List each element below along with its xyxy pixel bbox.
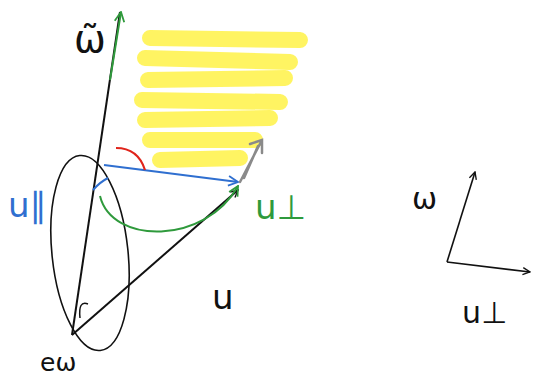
perp-label-small: u⊥ — [462, 298, 507, 328]
u-vector — [72, 190, 238, 335]
perp-axis-small — [447, 262, 530, 272]
unit-vector-label: eω — [40, 350, 76, 375]
omega-vector — [72, 12, 120, 335]
perp-component — [104, 165, 238, 182]
rotation-arc — [100, 186, 238, 232]
omega-axis-small — [447, 172, 475, 262]
origin-hook — [80, 303, 88, 318]
omega-overlay — [110, 12, 121, 80]
parallel-mark — [93, 178, 108, 190]
parallel-label: u∥ — [8, 188, 47, 222]
rotated-arrow — [240, 140, 262, 182]
rotation-ellipse — [42, 152, 138, 355]
omega-label-small: ω — [412, 184, 437, 214]
highlight-strokes — [142, 38, 300, 160]
omega-label: ω̃ — [74, 20, 106, 58]
perp-label: u⊥ — [255, 190, 306, 224]
right-angle-arc — [116, 148, 145, 170]
u-label: u — [212, 280, 234, 314]
plane-highlight — [142, 38, 300, 160]
